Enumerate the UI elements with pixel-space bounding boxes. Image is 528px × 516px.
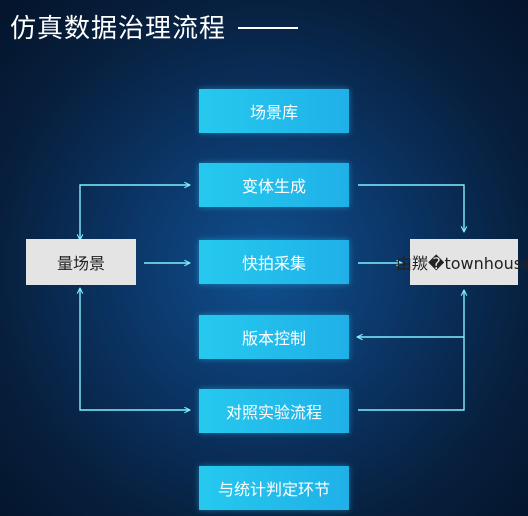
node-fast-capture-label: 快拍采集 bbox=[241, 254, 306, 273]
node-version-control-label: 版本控制 bbox=[241, 329, 306, 348]
node-variant-generation: 变体生成 bbox=[199, 163, 349, 207]
arrow-quantity-to-comparison bbox=[80, 288, 190, 410]
arrow-output-to-version bbox=[357, 290, 464, 337]
arrow-comparison-to-output bbox=[358, 337, 465, 411]
node-variant-generation-label: 变体生成 bbox=[241, 177, 306, 196]
node-scene-library: 场景库 bbox=[199, 89, 349, 133]
page-title: 仿真数据治理流程 bbox=[10, 8, 299, 45]
node-comparison-experiment: 对照实验流程 bbox=[199, 389, 349, 433]
node-comparison-experiment-label: 对照实验流程 bbox=[225, 403, 322, 422]
arrow-quantity-to-variant-up bbox=[80, 185, 190, 240]
arrow-variant-to-output bbox=[358, 184, 464, 232]
node-version-control: 版本控制 bbox=[199, 315, 349, 359]
title-text: 仿真数据治理流程 bbox=[10, 14, 227, 44]
node-quantity-scene-label: 量场景 bbox=[56, 254, 105, 273]
node-statistics-judgment-label: 与统计判定环节 bbox=[217, 480, 330, 499]
node-output: 由羰�townhouse bbox=[396, 239, 528, 285]
node-quantity-scene: 量场景 bbox=[26, 239, 136, 285]
node-fast-capture: 快拍采集 bbox=[199, 240, 349, 284]
node-statistics-judgment: 与统计判定环节 bbox=[199, 466, 349, 510]
title-dash bbox=[238, 26, 299, 29]
node-scene-library-label: 场景库 bbox=[249, 103, 298, 122]
node-output-label: 由羰�townhouse bbox=[396, 254, 528, 273]
